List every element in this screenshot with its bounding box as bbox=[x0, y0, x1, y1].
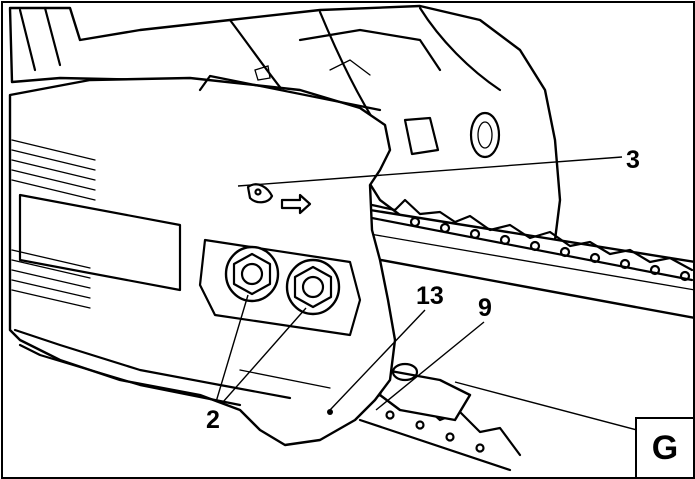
leader-lines bbox=[215, 156, 638, 431]
saw-chain-top bbox=[370, 198, 694, 282]
callout-9: 9 bbox=[478, 294, 492, 322]
figure-label-box: G bbox=[635, 417, 693, 477]
engine-housing bbox=[8, 4, 562, 252]
hex-nut-icon bbox=[224, 245, 341, 316]
chain-catcher bbox=[378, 362, 472, 422]
chain-tensioning-screw bbox=[327, 409, 333, 415]
sprocket-cover bbox=[8, 74, 397, 447]
callout-3: 3 bbox=[626, 146, 640, 174]
callout-13: 13 bbox=[416, 282, 444, 310]
figure-letter: G bbox=[651, 428, 679, 467]
callout-2: 2 bbox=[206, 406, 220, 434]
